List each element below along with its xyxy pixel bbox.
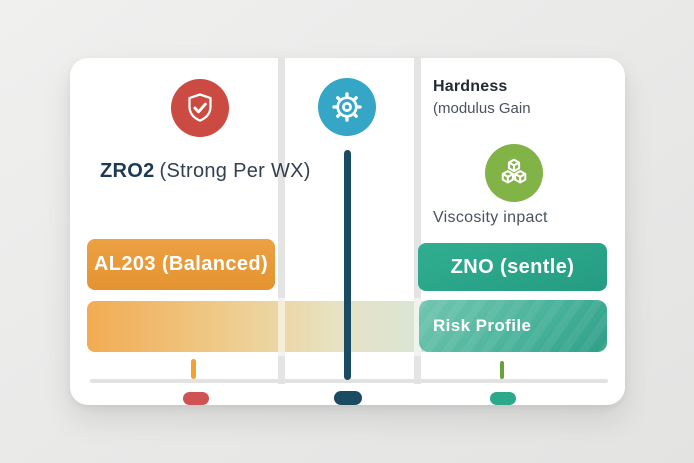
left-title-rest: (Strong Per WX) <box>159 160 311 182</box>
gear-icon <box>318 78 376 136</box>
modulus-gain-label: (modulus Gain <box>433 100 531 117</box>
column-divider <box>414 58 421 384</box>
comparison-card: ZRO2(Strong Per WX) AL203 (Balanced) Har… <box>70 58 625 405</box>
cubes-icon <box>485 144 543 202</box>
center-axis-line <box>344 150 351 380</box>
teal-dot-marker <box>490 392 516 405</box>
right-column-heading: Hardness (modulus Gain <box>433 78 531 117</box>
risk-profile-bar: Risk Profile <box>419 300 607 352</box>
navy-dot-marker <box>334 391 362 405</box>
zno-bar: ZNO (sentle) <box>418 243 607 291</box>
orange-tick-marker <box>191 359 196 379</box>
shield-check-icon <box>171 79 229 137</box>
left-title-strong: ZRO2 <box>100 160 155 182</box>
viscosity-label: Viscosity inpact <box>433 209 548 226</box>
hardness-label: Hardness <box>433 78 508 95</box>
column-divider <box>278 58 285 384</box>
red-dot-marker <box>183 392 209 405</box>
timeline-axis <box>90 379 608 383</box>
left-column-title: ZRO2(Strong Per WX) <box>100 160 410 183</box>
al203-bar: AL203 (Balanced) <box>87 239 275 290</box>
green-tick-marker <box>500 361 504 379</box>
column-divider-overlay <box>414 298 421 356</box>
column-divider-overlay <box>278 298 285 356</box>
